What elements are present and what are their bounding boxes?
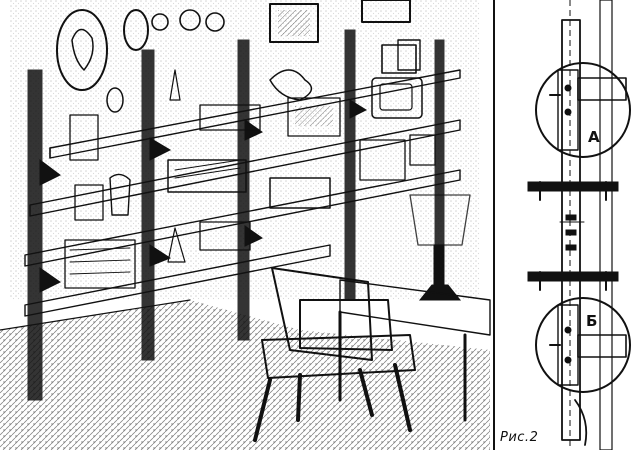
armchair <box>253 267 416 442</box>
tv-set <box>371 77 423 119</box>
callout-label-b: Б <box>586 312 598 330</box>
vase <box>269 69 313 101</box>
wall-pictures <box>56 0 421 113</box>
figure-caption: Рис.2 <box>500 430 539 445</box>
room-scene <box>0 0 491 450</box>
callout-label-a: А <box>588 128 600 146</box>
jug <box>109 173 131 216</box>
top-shelf-objects <box>69 69 423 161</box>
lower-shelf-objects <box>64 177 331 289</box>
middle-shelf-objects <box>74 134 436 221</box>
wall-section <box>599 0 613 450</box>
radio <box>269 177 331 209</box>
bracket-detail-drawing <box>527 0 631 450</box>
shelves <box>24 69 461 317</box>
carpet <box>0 300 490 450</box>
upright-rail <box>561 19 581 441</box>
typewriter <box>167 159 247 193</box>
shelf-bar-upper <box>527 181 619 192</box>
shelf-bar-lower <box>527 271 619 282</box>
table-lamp <box>409 194 471 301</box>
detail-circle-b <box>535 297 631 393</box>
rail-slots <box>559 214 585 251</box>
detail-circle-a <box>535 62 631 158</box>
